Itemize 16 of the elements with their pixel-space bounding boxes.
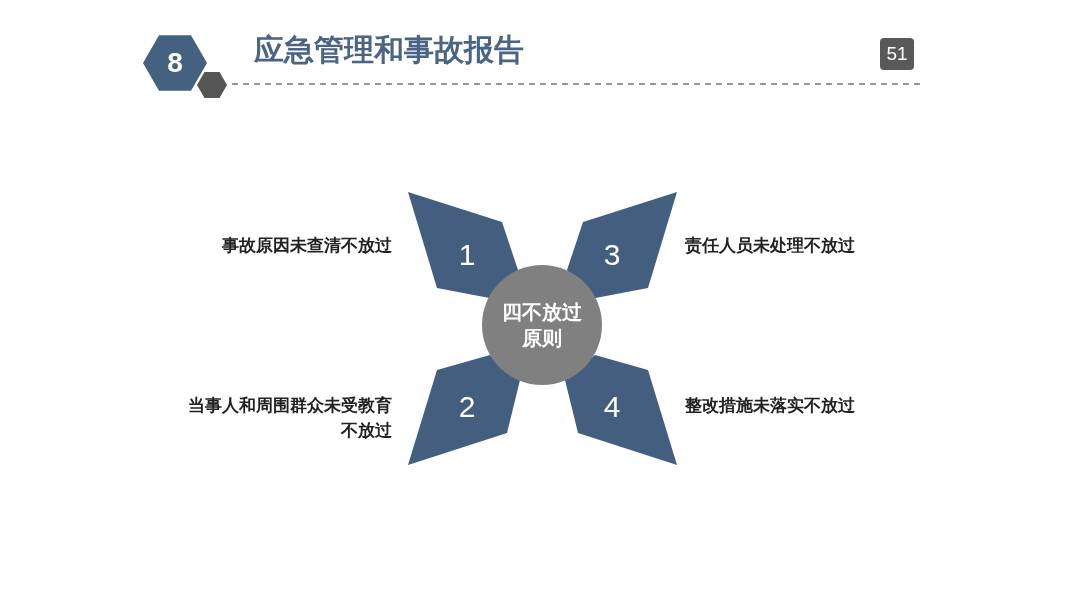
petal-shape xyxy=(565,192,677,300)
section-number: 8 xyxy=(167,49,183,77)
petal-shape xyxy=(565,355,677,465)
petal-number: 1 xyxy=(458,240,476,270)
petal-shape xyxy=(408,192,520,300)
petal-number: 2 xyxy=(458,392,476,422)
center-label: 四不放过原则 xyxy=(501,299,583,351)
principle-text: 整改措施未落实不放过 xyxy=(685,394,856,417)
title: 应急管理和事故报告 xyxy=(254,31,524,69)
page-number: 51 xyxy=(880,38,914,70)
principle-text: 事故原因未查清不放过 xyxy=(221,234,392,257)
petal-number: 4 xyxy=(603,392,621,422)
principle-text: 当事人和周围群众未受教育不放过 xyxy=(187,394,392,442)
petal-number: 3 xyxy=(603,240,621,270)
principle-text: 责任人员未处理不放过 xyxy=(685,234,856,257)
petal-shape xyxy=(408,355,520,465)
